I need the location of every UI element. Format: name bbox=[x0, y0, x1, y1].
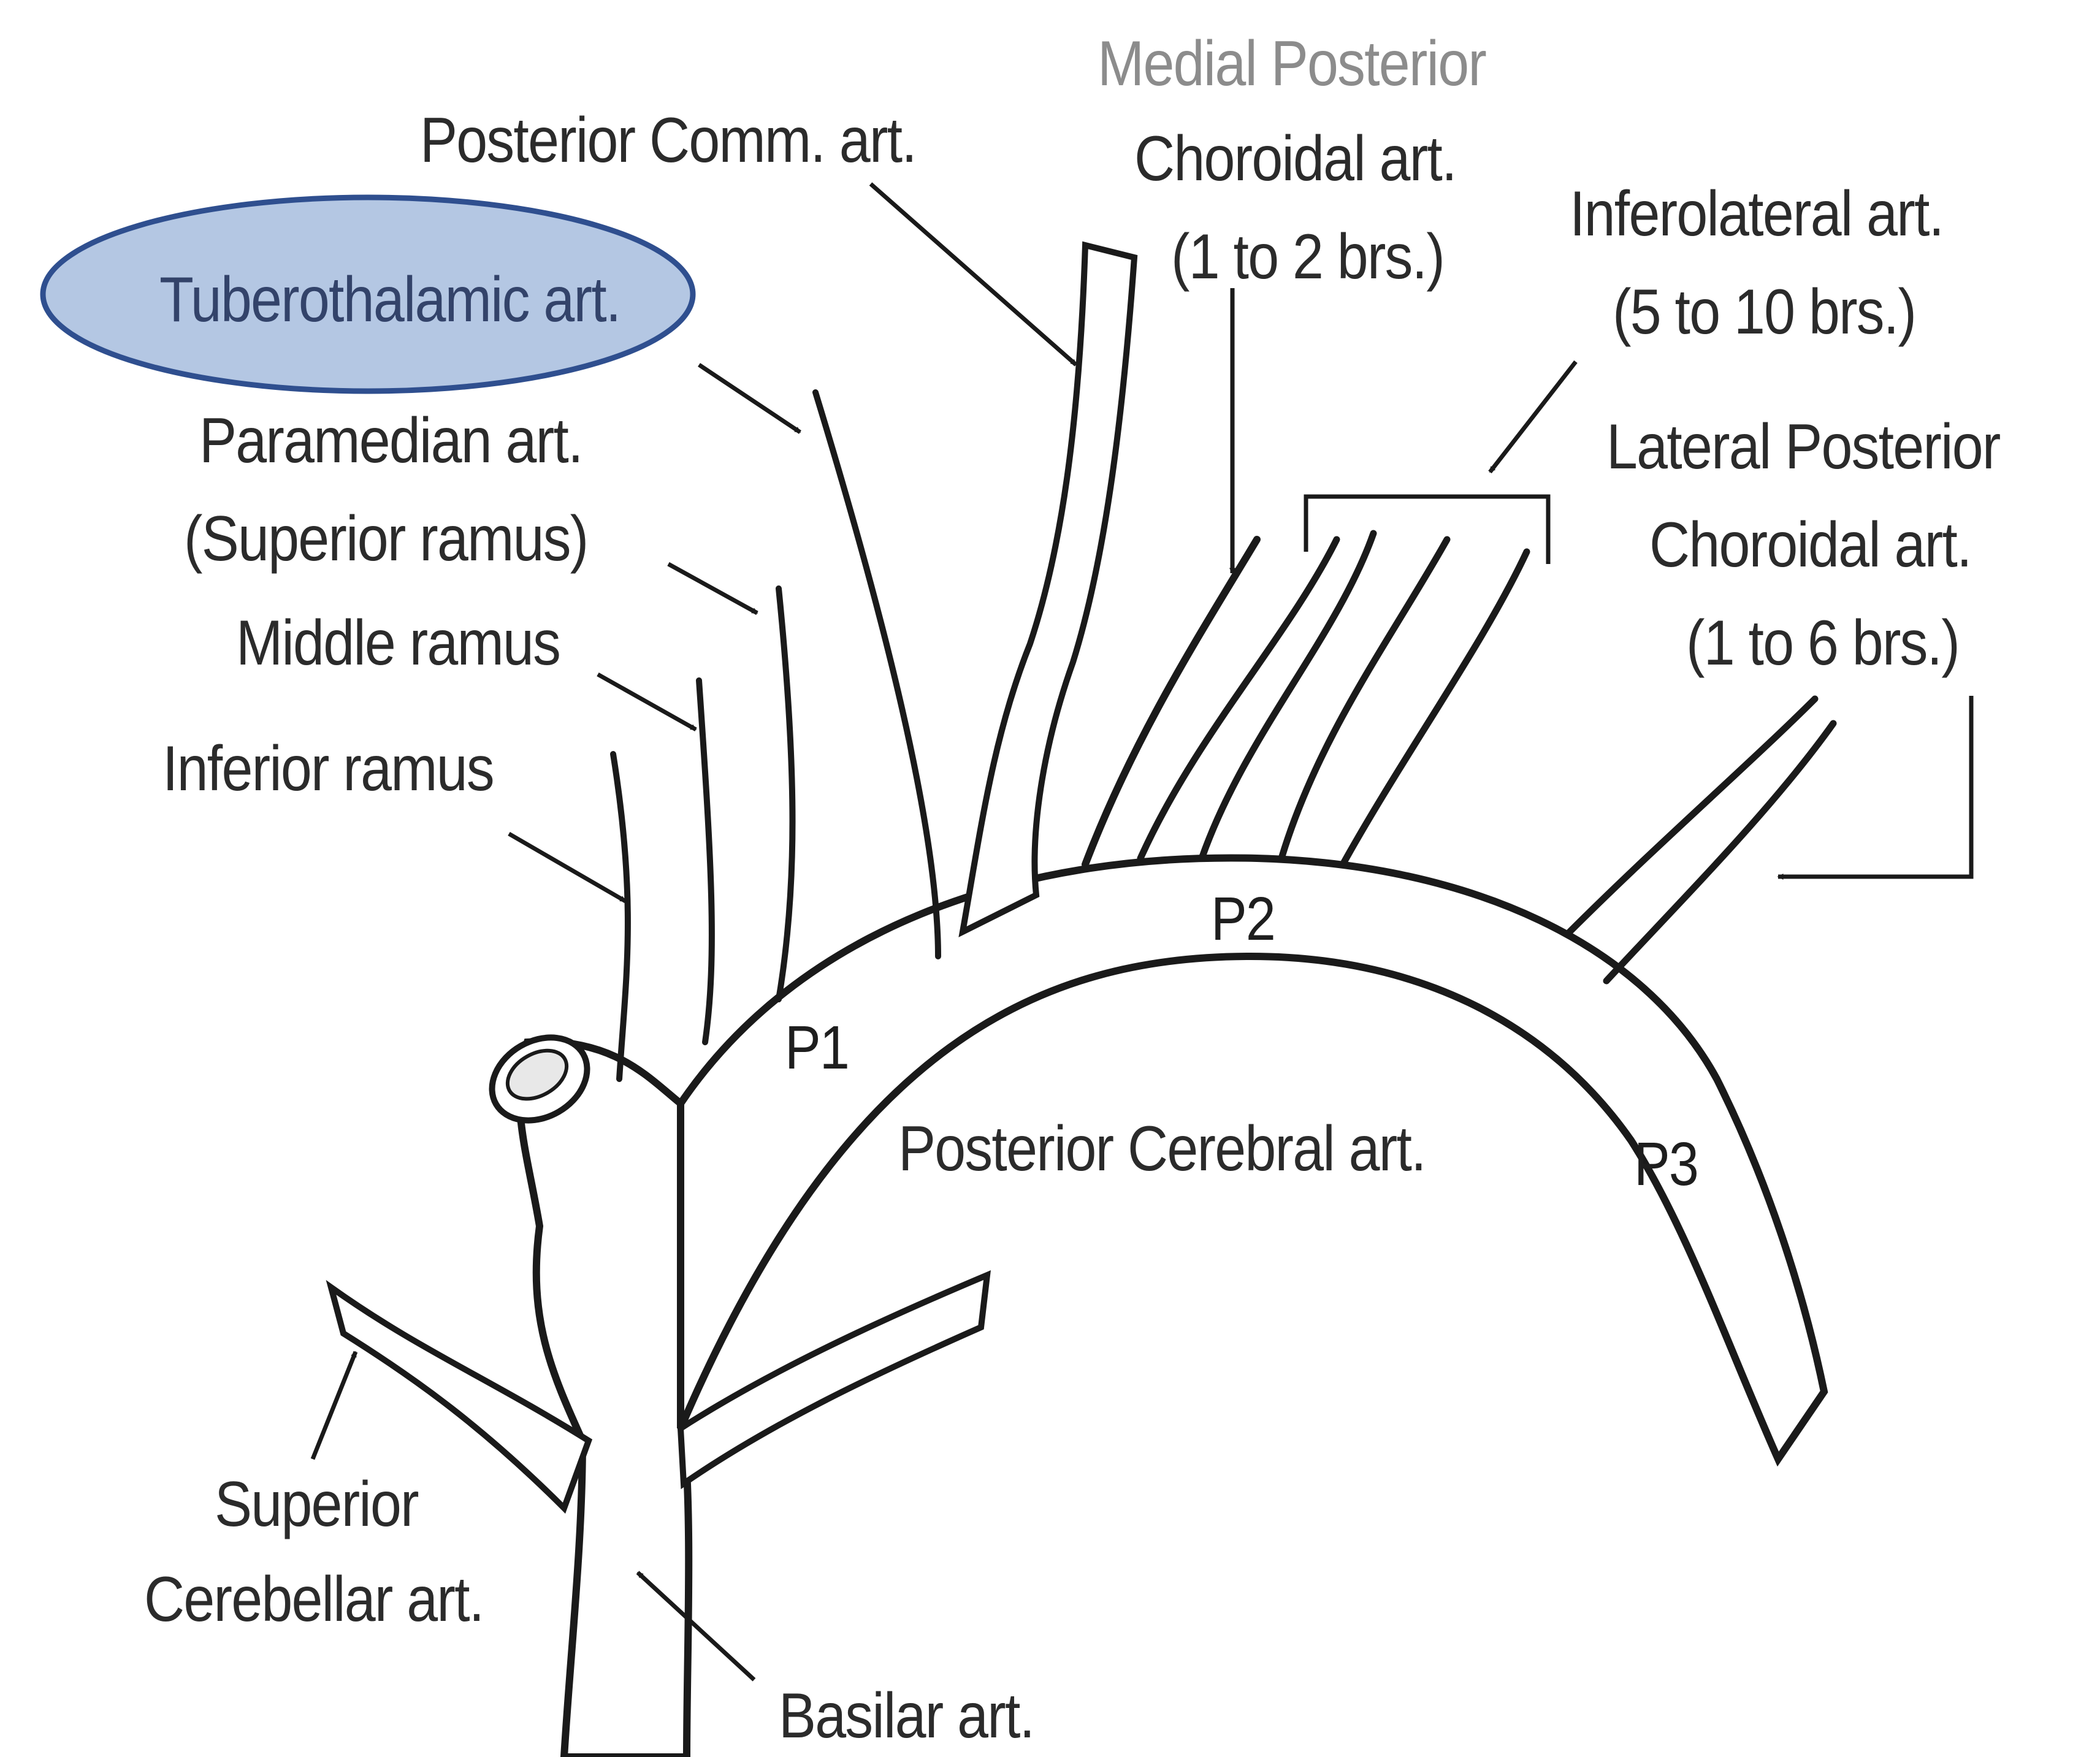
posterior-communicating-artery bbox=[963, 245, 1134, 932]
basilar-artery bbox=[519, 1042, 689, 1757]
label-tuberothalamic: Tuberothalamic art. bbox=[159, 264, 620, 336]
arrow-lateral-posterior-choroidal bbox=[1778, 696, 1971, 877]
arrow-inferior-ramus bbox=[509, 834, 625, 901]
arrow-superior-cerebellar bbox=[313, 1352, 356, 1459]
arrow-tuberothalamic bbox=[699, 365, 800, 432]
lateral-posterior-choroidal-vessel-2 bbox=[1606, 723, 1833, 981]
inferolateral-vessel-1 bbox=[1140, 539, 1337, 858]
tuberothalamic-vessel bbox=[815, 392, 938, 956]
label-p3: P3 bbox=[1634, 1128, 1698, 1200]
label-basilar: Basilar art. bbox=[779, 1680, 1034, 1752]
label-medial-posterior-line1: Medial Posterior bbox=[1098, 28, 1486, 100]
label-p1: P1 bbox=[785, 1012, 849, 1084]
middle-ramus-vessel bbox=[699, 680, 712, 1042]
label-posterior-cerebral: Posterior Cerebral art. bbox=[898, 1113, 1426, 1185]
label-posterior-comm: Posterior Comm. art. bbox=[420, 104, 916, 177]
label-medial-posterior-line2: Choroidal art. bbox=[1134, 123, 1456, 195]
label-p2: P2 bbox=[1211, 883, 1275, 955]
label-inferior-ramus: Inferior ramus bbox=[162, 733, 494, 805]
inferolateral-vessel-4 bbox=[1343, 552, 1527, 864]
arrow-middle-ramus bbox=[598, 674, 696, 730]
p3-perforators bbox=[1570, 699, 1833, 981]
label-middle-ramus: Middle ramus bbox=[236, 607, 560, 679]
label-inferolateral-line2: (5 to 10 brs.) bbox=[1613, 276, 1915, 348]
label-medial-posterior-line3: (1 to 2 brs.) bbox=[1171, 221, 1444, 293]
label-superior-cerebellar-line1: Superior bbox=[215, 1468, 418, 1541]
label-paramedian-line1: Paramedian art. bbox=[199, 405, 582, 477]
label-superior-cerebellar-line2: Cerebellar art. bbox=[144, 1563, 483, 1636]
label-inferolateral-line1: Inferolateral art. bbox=[1570, 178, 1943, 250]
arrow-inferolateral bbox=[1490, 362, 1576, 472]
inferior-ramus-vessel bbox=[613, 754, 628, 1079]
inferolateral-bracket bbox=[1306, 497, 1548, 564]
arrow-paramedian bbox=[668, 564, 757, 613]
arrow-posterior-comm bbox=[871, 184, 1076, 365]
p2-perforators bbox=[1085, 533, 1527, 864]
label-lateral-posterior-line1: Lateral Posterior bbox=[1606, 411, 2000, 483]
label-paramedian-line2: (Superior ramus) bbox=[184, 503, 587, 575]
label-lateral-posterior-line3: (1 to 6 brs.) bbox=[1686, 607, 1959, 679]
paramedian-vessel bbox=[779, 589, 793, 999]
lateral-posterior-choroidal-vessel-1 bbox=[1570, 699, 1815, 932]
label-lateral-posterior-line2: Choroidal art. bbox=[1649, 509, 1971, 581]
